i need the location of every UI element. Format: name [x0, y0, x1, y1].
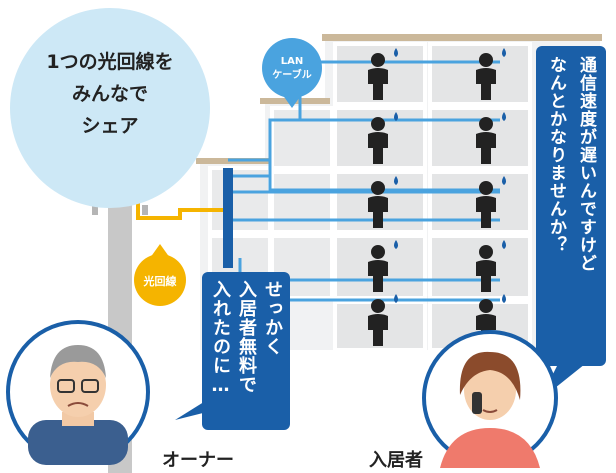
lan-switch-riser [223, 168, 233, 268]
resident-icon [368, 112, 398, 164]
resident-icon [476, 240, 506, 292]
owner-avatar [6, 320, 150, 465]
share-cloud-bubble [10, 8, 210, 208]
roof-ledge [322, 34, 602, 41]
resident-icon [368, 240, 398, 292]
fiber-optic-line [136, 192, 223, 220]
owner-speech-text: せっかく 入居者無料で 入れたのに… [206, 280, 286, 430]
owner-speech-line-3: 入れたのに… [210, 280, 231, 397]
resident-icon [368, 48, 398, 100]
lan-badge-line-2: ケーブル [272, 68, 311, 81]
resident-icon [368, 176, 398, 228]
tenant-speech-line-2: なんとかなりませんか？ [546, 56, 566, 254]
resident-icon [476, 176, 506, 228]
cloud-text-line-1: 1つの光回線を [46, 50, 173, 73]
owner-speech-bubble [175, 272, 290, 430]
owner-speech-line-2: 入居者無料で [236, 280, 257, 394]
cloud-text-line-3: シェア [81, 115, 138, 137]
tenant-label: 入居者 [369, 450, 423, 471]
resident-icon [476, 48, 506, 100]
tenant-speech-line-1: 通信速度が遅いんですけど [576, 56, 596, 272]
fiber-badge-label: 光回線 [143, 274, 177, 288]
resident-icon [368, 294, 398, 346]
owner-speech-line-1: せっかく [262, 280, 283, 356]
cloud-text-line-2: みんなで [72, 83, 148, 105]
tenant-speech-text: 通信速度が遅いんですけど なんとかなりませんか？ [540, 56, 602, 362]
fiber-badge [134, 244, 186, 306]
tenant-avatar [422, 330, 558, 468]
lan-badge-line-1: LAN [281, 56, 303, 67]
resident-icon [476, 112, 506, 164]
owner-label: オーナー [162, 450, 234, 471]
lan-cable-badge [262, 38, 322, 108]
